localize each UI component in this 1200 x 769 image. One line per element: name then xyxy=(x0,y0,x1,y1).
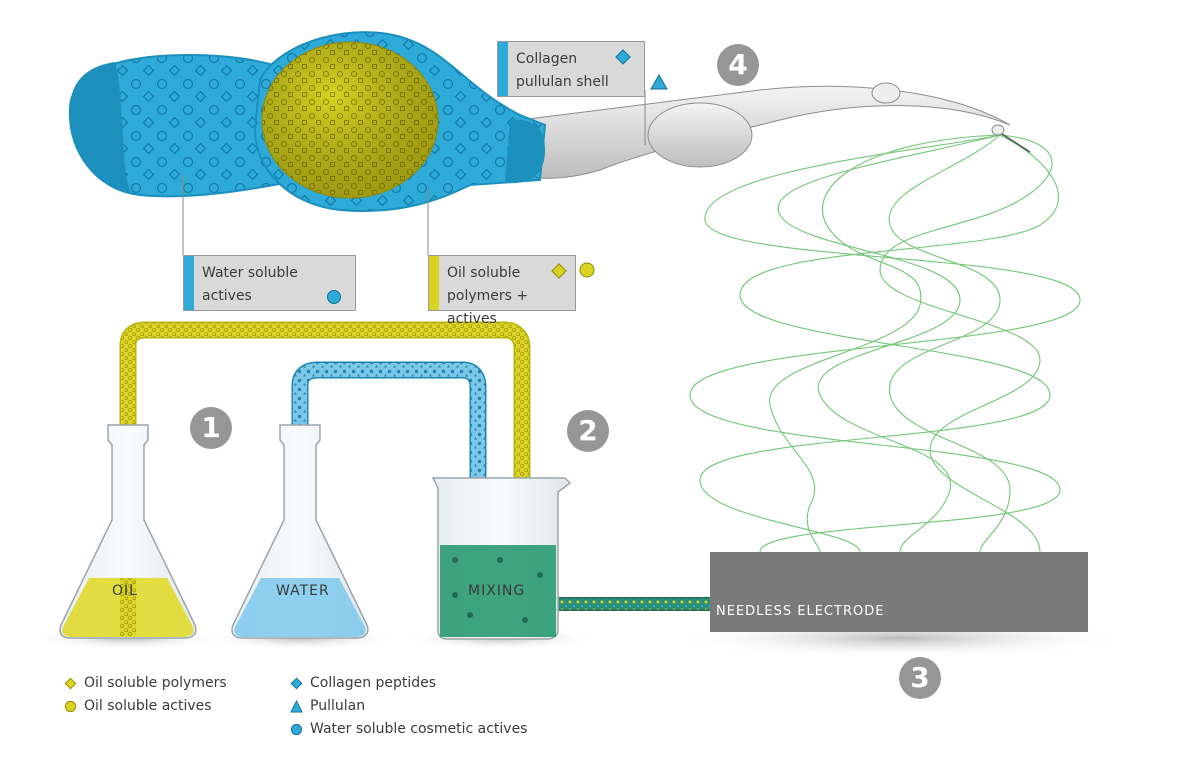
water-flask-label: WATER xyxy=(276,583,330,599)
legend-item: Oil soluble actives xyxy=(62,695,227,718)
callout-line-1: Collagen xyxy=(516,51,578,67)
callout-bar xyxy=(429,256,439,310)
step-3-badge: 3 xyxy=(899,657,941,699)
callout-line-1: Water soluble xyxy=(202,265,298,281)
circle-blue-icon xyxy=(290,723,303,736)
callout-bar xyxy=(498,42,508,96)
step-2-badge: 2 xyxy=(567,410,609,452)
diamond-yellow-icon xyxy=(64,677,77,690)
needless-electrode: NEEDLESS ELECTRODE xyxy=(710,552,1088,632)
diamond-blue-icon xyxy=(290,677,303,690)
diamond-blue-icon xyxy=(615,49,631,65)
callout-line-2: pullulan shell xyxy=(516,74,609,90)
mixing-beaker-label: MIXING xyxy=(468,583,526,599)
legend-water: Collagen peptides Pullulan Water soluble… xyxy=(288,672,527,741)
callout-line-2: polymers + actives xyxy=(447,288,529,327)
step-4-badge: 4 xyxy=(717,44,759,86)
legend-item: Collagen peptides xyxy=(288,672,527,695)
callout-collagen-shell: Collagen pullulan shell xyxy=(497,41,645,97)
step-1-badge: 1 xyxy=(190,407,232,449)
fiber-jets xyxy=(689,134,1081,553)
callout-bar xyxy=(184,256,194,310)
legend-item: Oil soluble polymers xyxy=(62,672,227,695)
legend-label: Pullulan xyxy=(310,698,366,714)
legend-label: Water soluble cosmetic actives xyxy=(310,721,528,737)
circle-yellow-icon xyxy=(579,262,595,278)
legend-label: Oil soluble actives xyxy=(84,698,212,714)
circle-blue-icon xyxy=(327,290,341,304)
leader-lines xyxy=(182,90,646,255)
mixing-beaker xyxy=(431,477,572,640)
circle-yellow-icon xyxy=(64,700,77,713)
legend-label: Collagen peptides xyxy=(310,675,437,691)
oil-flask xyxy=(59,424,197,639)
diamond-yellow-icon xyxy=(551,263,567,279)
electrode-label: NEEDLESS ELECTRODE xyxy=(716,604,885,619)
triangle-blue-icon xyxy=(290,700,303,713)
tubes xyxy=(119,321,712,611)
needle-capsule xyxy=(68,31,1031,212)
callout-line-1: Oil soluble xyxy=(447,265,521,281)
triangle-blue-icon xyxy=(650,74,668,90)
water-flask xyxy=(231,424,369,639)
callout-line-2: actives xyxy=(202,288,252,304)
oil-flask-label: OIL xyxy=(112,583,138,599)
legend-item: Water soluble cosmetic actives xyxy=(288,718,527,741)
legend-item: Pullulan xyxy=(288,695,527,718)
callout-water-actives: Water soluble actives xyxy=(183,255,356,311)
legend-oil: Oil soluble polymers Oil soluble actives xyxy=(62,672,227,718)
legend-label: Oil soluble polymers xyxy=(84,675,227,691)
callout-oil-polymers: Oil soluble polymers + actives xyxy=(428,255,576,327)
